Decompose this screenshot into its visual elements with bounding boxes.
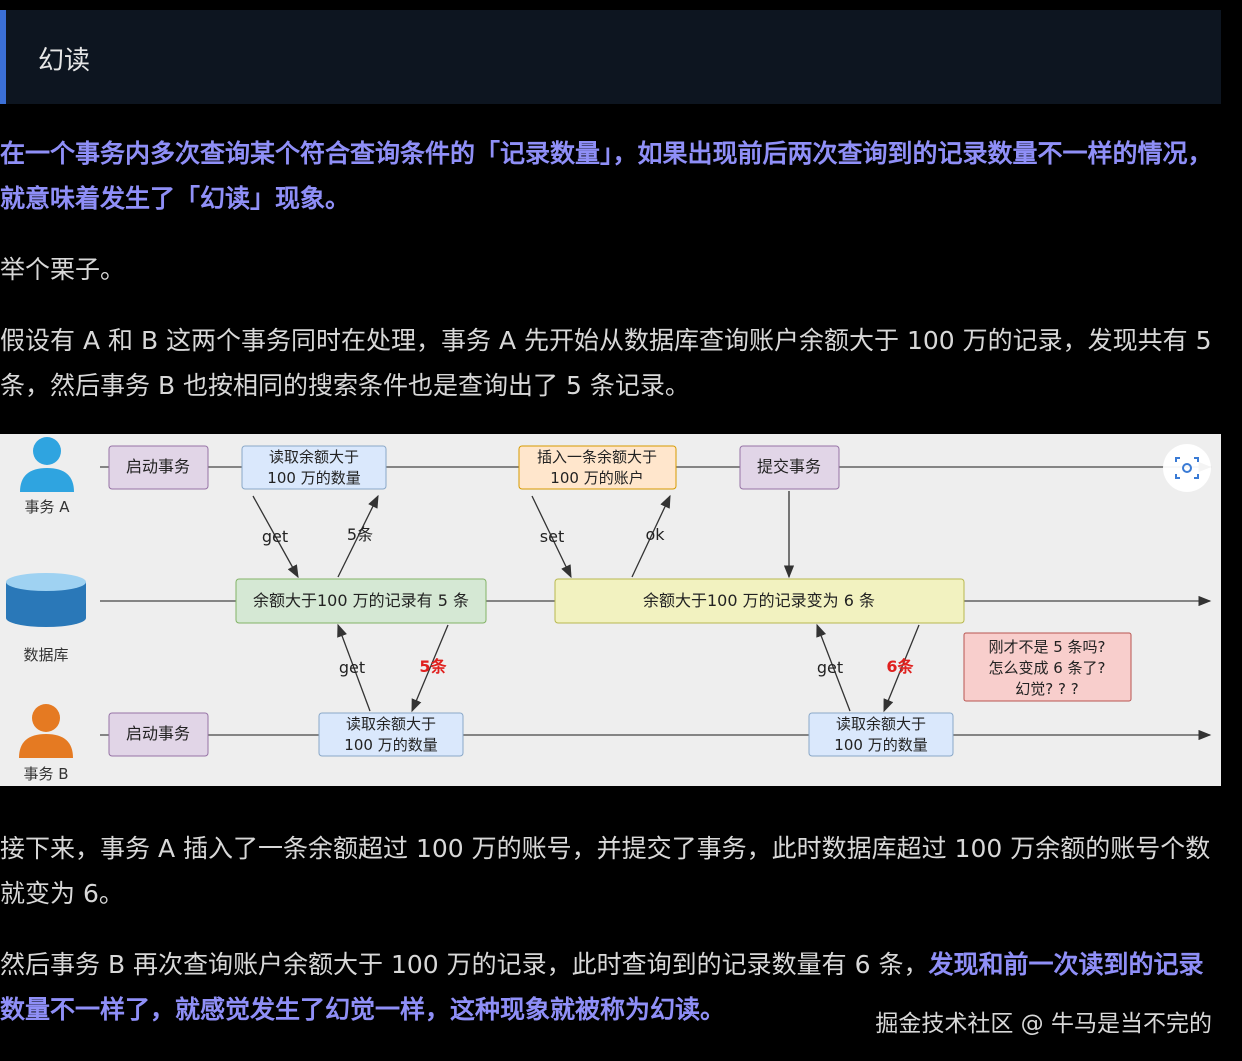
b-read2-line2: 100 万的数量 [834, 736, 927, 754]
a-commit-label: 提交事务 [757, 457, 821, 476]
actor-a-label: 事务 A [24, 498, 70, 516]
b-start-label: 启动事务 [126, 724, 190, 743]
db-state2-label: 余额大于100 万的记录变为 6 条 [643, 591, 875, 610]
watermark: 掘金技术社区 @ 牛马是当不完的 [875, 1011, 1212, 1037]
database-icon [6, 573, 86, 627]
section-heading: 幻读 [0, 10, 1221, 104]
confusion-note-box [963, 632, 1132, 702]
b-read2-box [808, 712, 954, 757]
user-icon [20, 437, 74, 492]
a-insert-box [518, 445, 677, 490]
db-state1-box [235, 578, 487, 624]
arrow-b1-5 [411, 624, 449, 713]
label-a-set: set [540, 527, 564, 546]
a-commit-box [739, 445, 840, 490]
db-state1-label: 余额大于100 万的记录有 5 条 [253, 591, 469, 610]
a-start-box [108, 445, 209, 490]
arrow-b2-6 [883, 624, 920, 713]
paragraph-conclusion: 然后事务 B 再次查询账户余额大于 100 万的记录，此时查询到的记录数量有 6… [0, 942, 1221, 1032]
note-line2: 怎么变成 6 条了? [988, 659, 1105, 677]
conclusion-normal: 然后事务 B 再次查询账户余额大于 100 万的记录，此时查询到的记录数量有 6… [0, 950, 929, 979]
b-read1-box [318, 712, 464, 757]
lens-icon[interactable] [1163, 444, 1211, 492]
a-insert-line2: 100 万的账户 [550, 469, 643, 487]
a-read-box [241, 445, 387, 490]
label-b2-6: 6条 [886, 657, 914, 676]
note-line1: 刚才不是 5 条吗? [988, 638, 1105, 656]
conclusion-highlight: 发现和前一次读到的记录数量不一样了，就感觉发生了幻觉一样，这种现象就被称为幻读。 [0, 950, 1204, 1024]
user-icon [19, 704, 73, 758]
paragraph-insert: 接下来，事务 A 插入了一条余额超过 100 万的账号，并提交了事务，此时数据库… [0, 834, 1211, 908]
label-b2-get: get [817, 658, 843, 677]
a-insert-line1: 插入一条余额大于 [537, 448, 657, 466]
label-a-5: 5条 [347, 525, 373, 544]
actor-b-label: 事务 B [23, 765, 68, 783]
label-a-ok: ok [645, 525, 665, 544]
paragraph-scenario: 假设有 A 和 B 这两个事务同时在处理，事务 A 先开始从数据库查询账户余额大… [0, 326, 1212, 400]
arrow-a-ok [631, 494, 671, 578]
example-intro: 举个栗子。 [0, 255, 126, 284]
label-b1-5: 5条 [419, 657, 447, 676]
arrow-a-5 [337, 494, 379, 578]
a-read-line2: 100 万的数量 [267, 469, 360, 487]
b-read1-line1: 读取余额大于 [346, 715, 436, 733]
db-state2-box [554, 578, 965, 624]
arrow-a-set [531, 495, 572, 579]
arrow-b2-get [816, 623, 851, 712]
heading-text: 幻读 [38, 46, 91, 76]
arrow-a-get [252, 495, 299, 579]
phantom-read-diagram: 事务 A 数据库 事务 B 启动事务 读取余额大于 100 万的数量 插入一条余… [0, 434, 1221, 786]
note-line3: 幻觉? ? ? [1015, 680, 1078, 698]
b-read2-line1: 读取余额大于 [836, 715, 926, 733]
label-a-get: get [262, 527, 288, 546]
b-start-box [108, 712, 209, 757]
a-start-label: 启动事务 [126, 457, 190, 476]
actor-db-label: 数据库 [23, 646, 68, 664]
label-b1-get: get [339, 658, 365, 677]
definition-paragraph: 在一个事务内多次查询某个符合查询条件的「记录数量」，如果出现前后两次查询到的记录… [0, 139, 1213, 213]
arrow-b1-get [337, 623, 371, 712]
a-read-line1: 读取余额大于 [269, 448, 359, 466]
b-read1-line2: 100 万的数量 [344, 736, 437, 754]
